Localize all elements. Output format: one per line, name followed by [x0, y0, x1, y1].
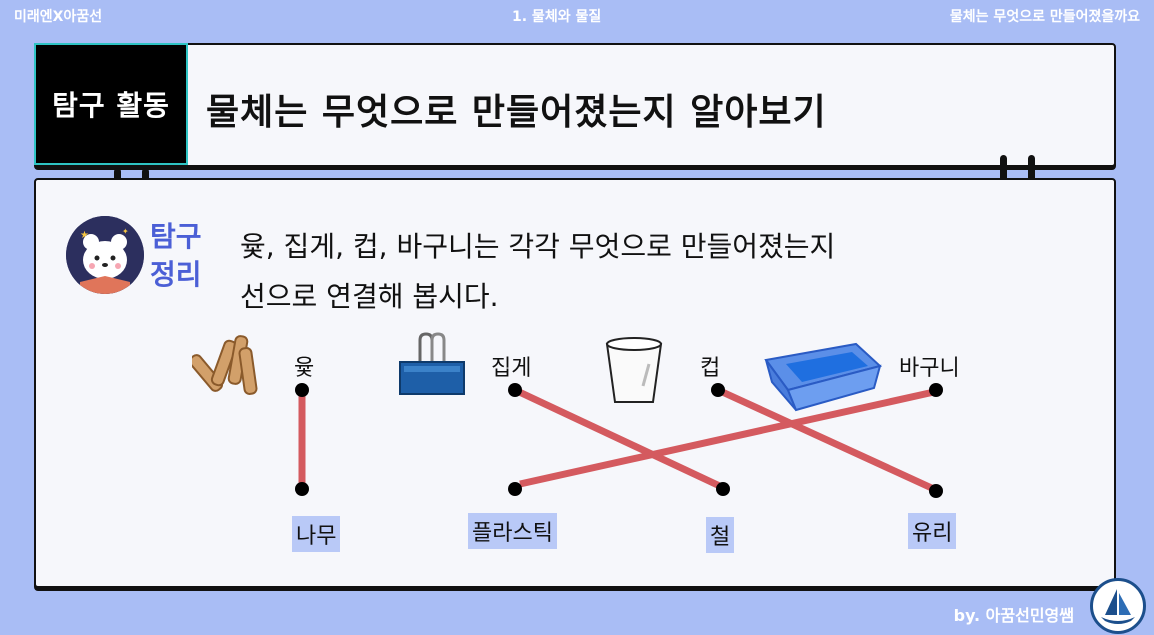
plastic-basket-icon: [764, 342, 882, 412]
material-answer: 철: [706, 517, 735, 553]
sailboat-logo-icon: [1090, 578, 1146, 634]
connect-dot[interactable]: [711, 383, 725, 397]
line-clip-iron: [513, 386, 726, 492]
connect-dot[interactable]: [929, 383, 943, 397]
connect-dot[interactable]: [508, 482, 522, 496]
bear-avatar-icon: ★ ✦: [66, 216, 144, 294]
binder-ring: [1028, 155, 1035, 187]
summary-label-line1: 탐구: [150, 220, 202, 253]
connect-dot[interactable]: [295, 383, 309, 397]
material-answer: 나무: [292, 516, 341, 552]
binder-ring: [1000, 155, 1007, 187]
connect-dot[interactable]: [508, 383, 522, 397]
line-cup-glass: [716, 386, 938, 494]
connect-dot[interactable]: [716, 482, 730, 496]
glass-cup-icon: [605, 337, 663, 403]
object-word: 바구니: [899, 356, 960, 381]
connect-dot[interactable]: [929, 484, 943, 498]
footer-credit: by. 아꿈선민영쌤: [953, 606, 1074, 625]
line-basket-plastic: [519, 388, 935, 488]
title-card: [34, 43, 1116, 167]
connect-dot[interactable]: [295, 482, 309, 496]
object-word: 집게: [491, 356, 532, 381]
material-answer: 플라스틱: [468, 513, 557, 549]
title-tag: 탐구 활동: [34, 43, 188, 165]
svg-text:★: ★: [80, 230, 89, 241]
header-left: 미래엔X아꿈선: [14, 9, 103, 25]
svg-text:✦: ✦: [122, 227, 129, 236]
summary-label: 탐구 정리: [150, 218, 202, 294]
material-answer: 유리: [908, 513, 957, 549]
object-word: 컵: [700, 356, 721, 381]
summary-label-line2: 정리: [150, 258, 202, 291]
yut-sticks-icon: [192, 335, 258, 395]
header-right: 물체는 무엇으로 만들어졌을까요: [949, 9, 1140, 25]
question-text: 윷, 집게, 컵, 바구니는 각각 무엇으로 만들어졌는지 선으로 연결해 봅시…: [240, 222, 835, 322]
binder-clip-icon: [399, 332, 465, 395]
header-center: 1. 물체와 물질: [512, 9, 602, 25]
question-line2: 선으로 연결해 봅시다.: [240, 280, 499, 313]
page-title: 물체는 무엇으로 만들어졌는지 알아보기: [206, 92, 827, 133]
object-word: 윷: [294, 356, 315, 381]
question-line1: 윷, 집게, 컵, 바구니는 각각 무엇으로 만들어졌는지: [240, 230, 836, 263]
